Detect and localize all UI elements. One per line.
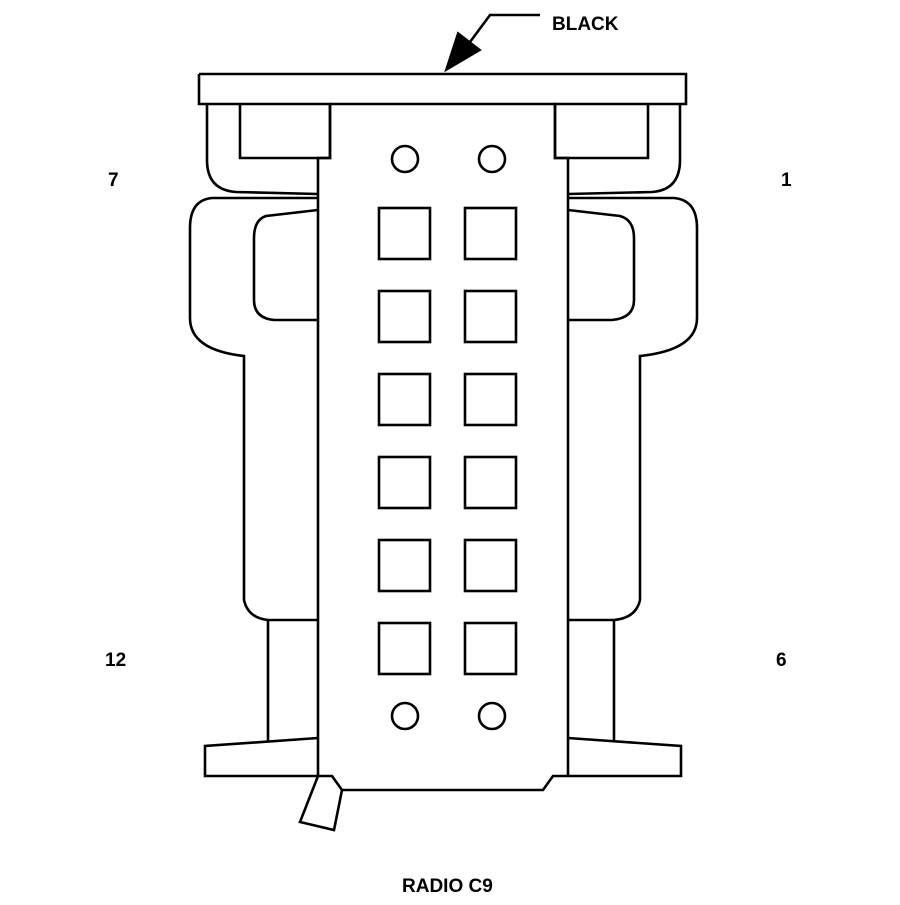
connector-latch-right: [567, 104, 682, 196]
cavity: [463, 289, 518, 344]
connector-top-flange: [197, 72, 688, 160]
leader-line: [468, 13, 540, 43]
connector-left-wing: [188, 196, 318, 622]
cavity: [463, 455, 518, 510]
cavity: [463, 372, 518, 427]
connector-bottom-tab: [298, 775, 344, 832]
alignment-hole: [390, 701, 420, 731]
cavity: [463, 538, 518, 593]
connector-title: RADIO C9: [402, 876, 493, 897]
pin-label-6: 6: [776, 650, 787, 671]
polarization-arrow-icon: [444, 31, 482, 73]
cavity: [377, 621, 432, 676]
cavity-grid: [377, 206, 518, 676]
pin-label-12: 12: [105, 650, 127, 671]
color-label: BLACK: [552, 14, 619, 35]
pin-label-1: 1: [781, 170, 792, 191]
cavity: [377, 455, 432, 510]
connector-latch-left: [205, 104, 319, 196]
alignment-holes: [390, 144, 507, 731]
alignment-hole: [477, 701, 507, 731]
cavity: [463, 206, 518, 261]
connector-left-inner: [252, 208, 319, 322]
connector-right-wing: [568, 196, 699, 622]
alignment-hole: [477, 144, 507, 174]
cavity: [463, 621, 518, 676]
connector-right-inner: [567, 208, 636, 322]
cavity: [377, 538, 432, 593]
cavity: [377, 206, 432, 261]
connector-bottom-flange: [203, 736, 683, 792]
pin-label-7: 7: [108, 170, 119, 191]
cavity: [377, 289, 432, 344]
cavity: [377, 372, 432, 427]
alignment-hole: [390, 144, 420, 174]
connector-center-body-outline: [316, 102, 570, 776]
